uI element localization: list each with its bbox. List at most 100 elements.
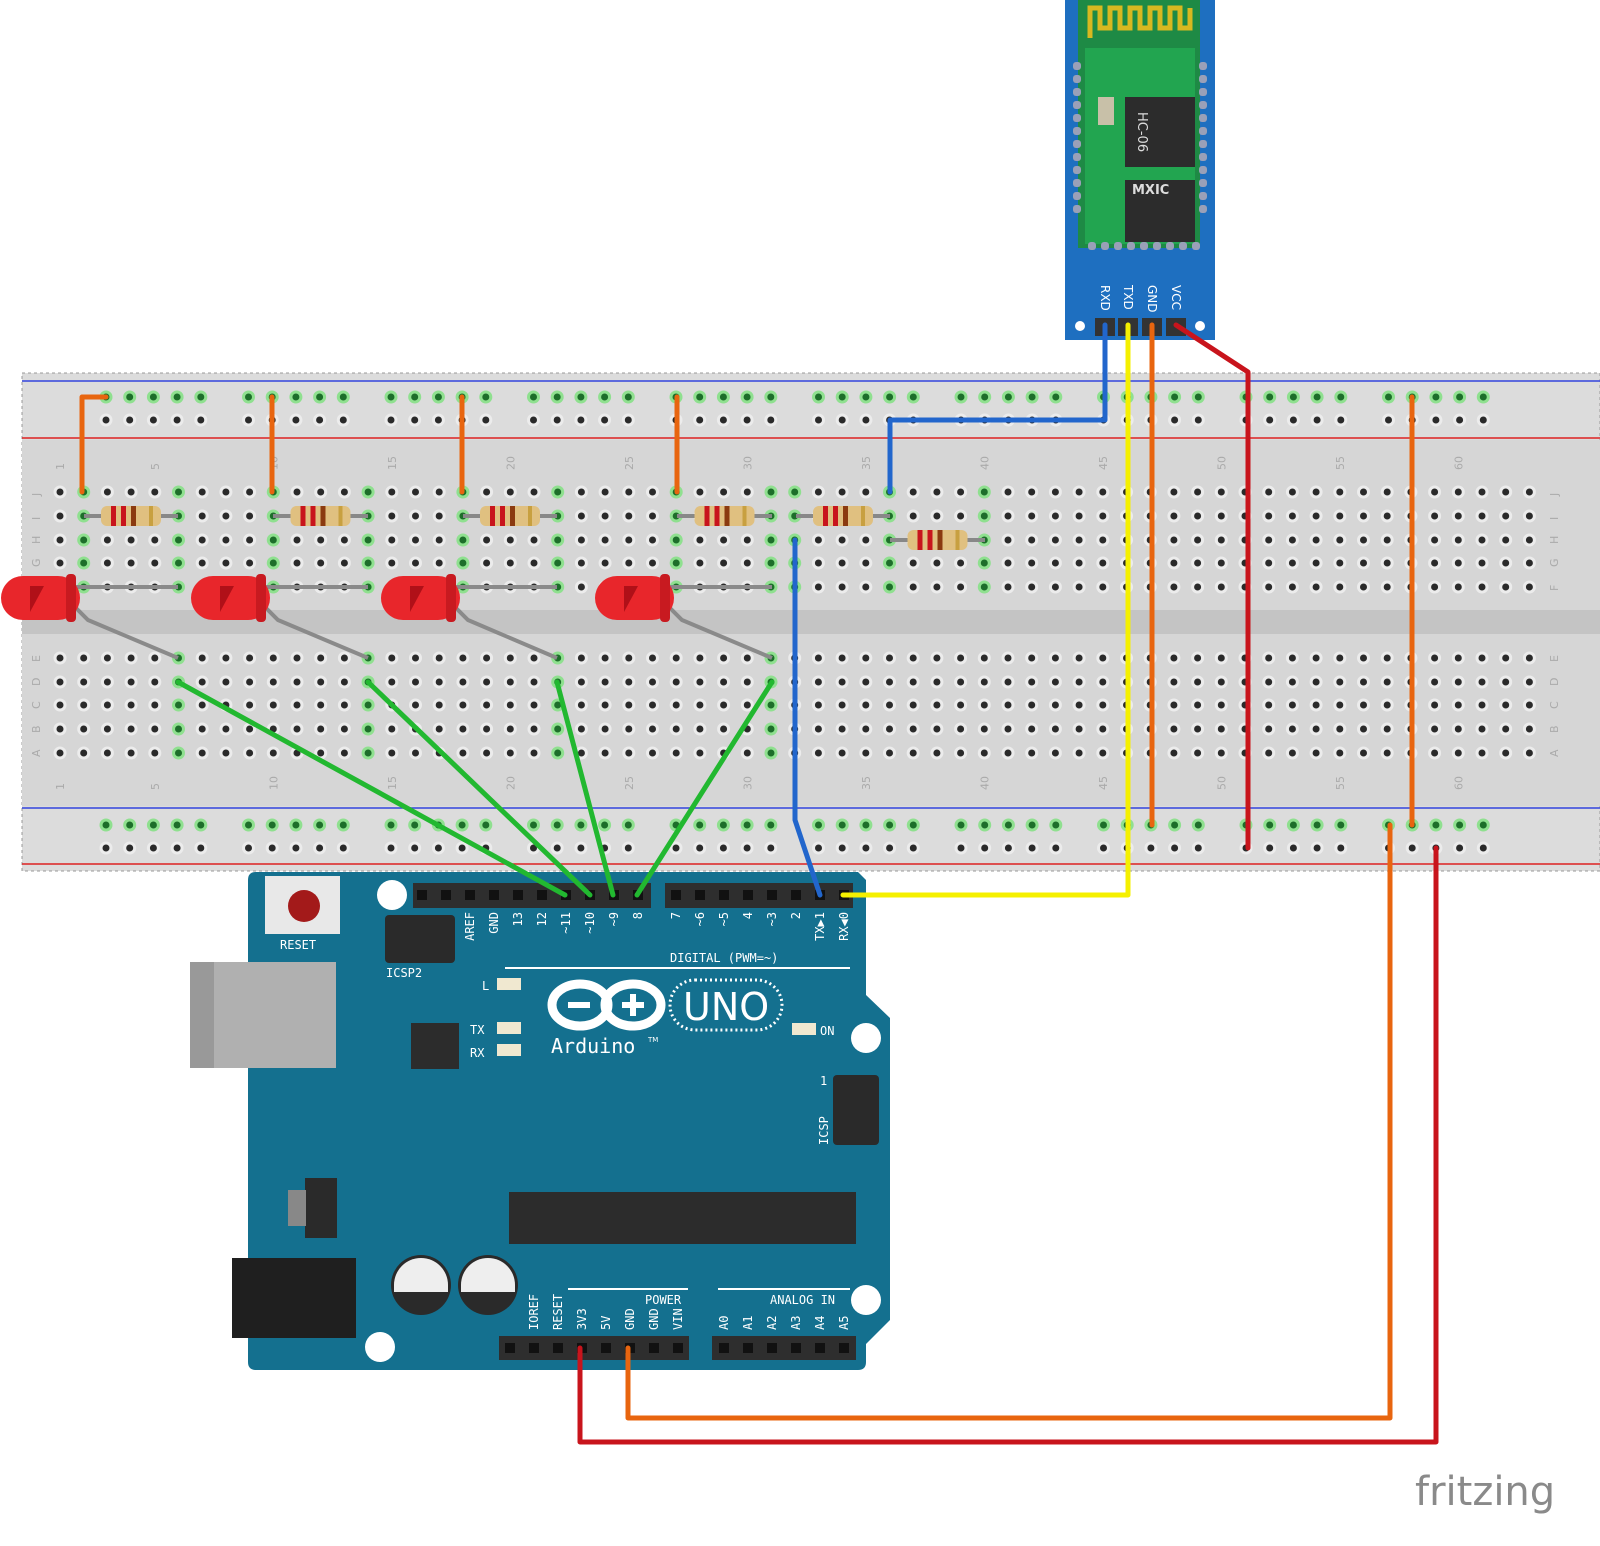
breadboard-hole[interactable]: [672, 725, 680, 733]
wire-green-pin10[interactable]: [365, 679, 593, 898]
breadboard-hole[interactable]: [1028, 701, 1036, 709]
resistor[interactable]: [84, 506, 178, 526]
breadboard-hole[interactable]: [696, 725, 704, 733]
wire-green-pin9[interactable]: [554, 679, 616, 898]
breadboard-hole[interactable]: [317, 749, 325, 757]
red-led[interactable]: [595, 574, 773, 660]
rail-hole[interactable]: [173, 416, 181, 424]
breadboard-hole[interactable]: [1051, 536, 1059, 544]
breadboard-hole[interactable]: [1478, 678, 1486, 686]
breadboard-hole[interactable]: [151, 654, 159, 662]
breadboard-hole[interactable]: [56, 488, 64, 496]
breadboard-hole[interactable]: [720, 536, 728, 544]
rail-hole[interactable]: [1028, 844, 1036, 852]
breadboard-hole[interactable]: [435, 536, 443, 544]
breadboard-hole[interactable]: [577, 488, 585, 496]
breadboard-hole[interactable]: [577, 559, 585, 567]
breadboard-hole[interactable]: [1454, 512, 1462, 520]
breadboard-hole[interactable]: [1170, 701, 1178, 709]
breadboard-hole[interactable]: [222, 678, 230, 686]
breadboard-hole[interactable]: [269, 749, 277, 757]
breadboard-hole[interactable]: [151, 749, 159, 757]
rail-hole[interactable]: [1028, 821, 1036, 829]
breadboard-hole[interactable]: [506, 559, 514, 567]
rail-hole[interactable]: [245, 393, 252, 401]
breadboard-hole[interactable]: [814, 654, 822, 662]
breadboard-hole[interactable]: [293, 701, 301, 709]
breadboard-hole[interactable]: [103, 488, 111, 496]
breadboard-hole[interactable]: [317, 701, 325, 709]
header-socket[interactable]: [791, 1343, 801, 1353]
rail-hole[interactable]: [458, 821, 466, 829]
rail-hole[interactable]: [102, 844, 110, 852]
rail-hole[interactable]: [149, 821, 157, 829]
breadboard-hole[interactable]: [1525, 559, 1533, 567]
rail-hole[interactable]: [292, 821, 300, 829]
breadboard-hole[interactable]: [1217, 488, 1225, 496]
breadboard-hole[interactable]: [127, 678, 135, 686]
breadboard-hole[interactable]: [1360, 701, 1367, 709]
rail-hole[interactable]: [434, 416, 442, 424]
rail-hole[interactable]: [624, 393, 632, 401]
breadboard-hole[interactable]: [957, 559, 965, 567]
breadboard-hole[interactable]: [1383, 512, 1391, 520]
breadboard-hole[interactable]: [980, 512, 988, 520]
breadboard-hole[interactable]: [1194, 583, 1202, 591]
breadboard-hole[interactable]: [1336, 512, 1344, 520]
rail-hole[interactable]: [149, 393, 157, 401]
rail-hole[interactable]: [696, 416, 704, 424]
breadboard-hole[interactable]: [1525, 583, 1533, 591]
breadboard-hole[interactable]: [601, 488, 609, 496]
breadboard-hole[interactable]: [127, 701, 135, 709]
rail-hole[interactable]: [862, 393, 870, 401]
breadboard-hole[interactable]: [1502, 654, 1510, 662]
breadboard-hole[interactable]: [459, 536, 467, 544]
breadboard-hole[interactable]: [1265, 678, 1273, 686]
breadboard-hole[interactable]: [175, 488, 182, 496]
breadboard-hole[interactable]: [1288, 725, 1296, 733]
header-socket[interactable]: [839, 1343, 849, 1353]
breadboard-hole[interactable]: [317, 654, 325, 662]
breadboard-hole[interactable]: [862, 654, 870, 662]
breadboard-hole[interactable]: [198, 536, 206, 544]
breadboard-hole[interactable]: [1312, 488, 1320, 496]
breadboard-hole[interactable]: [1028, 725, 1036, 733]
breadboard-hole[interactable]: [1265, 701, 1273, 709]
breadboard-hole[interactable]: [1383, 536, 1391, 544]
wire-green-pin11[interactable]: [175, 679, 568, 898]
breadboard-hole[interactable]: [293, 654, 301, 662]
reset-button-cap[interactable]: [288, 890, 320, 922]
breadboard-hole[interactable]: [1028, 559, 1036, 567]
rail-hole[interactable]: [1432, 416, 1440, 424]
header-socket[interactable]: [489, 890, 499, 900]
breadboard-hole[interactable]: [743, 678, 751, 686]
breadboard-hole[interactable]: [957, 678, 965, 686]
rail-hole[interactable]: [434, 393, 442, 401]
breadboard-hole[interactable]: [1051, 749, 1059, 757]
breadboard-hole[interactable]: [483, 559, 491, 567]
breadboard-hole[interactable]: [1194, 749, 1202, 757]
breadboard-hole[interactable]: [340, 725, 348, 733]
rail-hole[interactable]: [1171, 844, 1179, 852]
breadboard-hole[interactable]: [388, 488, 396, 496]
breadboard-hole[interactable]: [459, 654, 467, 662]
breadboard-hole[interactable]: [530, 749, 538, 757]
breadboard-hole[interactable]: [222, 536, 230, 544]
rail-hole[interactable]: [886, 821, 894, 829]
rail-hole[interactable]: [1052, 844, 1060, 852]
breadboard-hole[interactable]: [980, 488, 988, 496]
breadboard-hole[interactable]: [625, 678, 633, 686]
red-led[interactable]: [191, 574, 369, 660]
breadboard-hole[interactable]: [1170, 488, 1178, 496]
power-jack[interactable]: [232, 1258, 356, 1338]
rail-hole[interactable]: [696, 844, 704, 852]
rail-hole[interactable]: [126, 416, 134, 424]
breadboard-hole[interactable]: [246, 678, 254, 686]
breadboard-hole[interactable]: [838, 583, 846, 591]
rail-hole[interactable]: [1432, 821, 1440, 829]
rail-hole[interactable]: [1171, 416, 1179, 424]
rail-hole[interactable]: [268, 844, 276, 852]
breadboard-hole[interactable]: [933, 512, 941, 520]
breadboard-hole[interactable]: [1075, 725, 1083, 733]
